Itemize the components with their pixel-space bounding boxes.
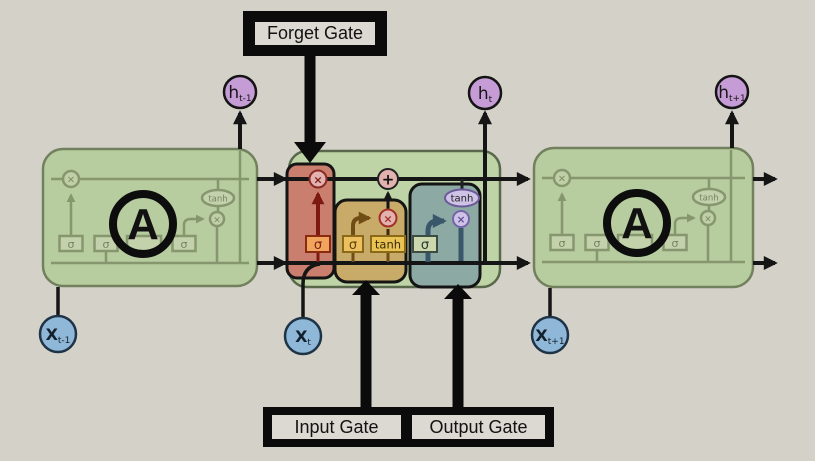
x-prev-label: Xt-1 bbox=[46, 325, 71, 346]
next-cell-faded-internals: × σ σ σ tanh × bbox=[542, 150, 745, 264]
forget-sigma-box bbox=[305, 235, 331, 253]
h-glyph: h bbox=[478, 84, 489, 104]
faded-sigma-box bbox=[549, 233, 575, 252]
h-current-node bbox=[467, 75, 503, 111]
h-subscript: t+1 bbox=[729, 94, 746, 104]
faded-multiply-glyph: × bbox=[558, 174, 566, 185]
x-subscript: t+1 bbox=[548, 337, 565, 347]
A-letter: A bbox=[127, 200, 159, 249]
faded-output-curve bbox=[673, 213, 696, 235]
input-nodes: Xt-1 Xt Xt+1 bbox=[38, 314, 570, 356]
next-cell-A-mark: A bbox=[603, 189, 671, 257]
faded-sigma-box bbox=[58, 234, 84, 253]
faded-sigma-glyph: σ bbox=[672, 237, 679, 250]
tanh-glyph: tanh bbox=[451, 194, 474, 205]
forget-multiply-op bbox=[308, 169, 328, 189]
faded-sigma-box bbox=[584, 233, 610, 252]
faded-multiply-glyph: × bbox=[213, 216, 221, 226]
A-letter: A bbox=[621, 199, 653, 248]
x-glyph: X bbox=[295, 327, 308, 346]
faded-sigma-glyph: σ bbox=[594, 237, 601, 250]
x-subscript: t bbox=[307, 338, 311, 348]
faded-tanh-glyph: tanh bbox=[699, 194, 718, 204]
x-glyph: X bbox=[46, 325, 59, 344]
output-multiply-op bbox=[452, 210, 470, 228]
input-tanh-box bbox=[370, 235, 406, 253]
output-sigma-box bbox=[412, 235, 438, 253]
A-circle bbox=[109, 190, 177, 258]
h-next-label: ht+1 bbox=[718, 83, 746, 104]
multiply-glyph: × bbox=[313, 174, 322, 187]
x-subscript: t-1 bbox=[58, 336, 71, 346]
h-subscript: t-1 bbox=[239, 94, 252, 104]
bottom-gates-callout: Input Gate Output Gate bbox=[263, 407, 554, 447]
output-gate-label: Output Gate bbox=[412, 415, 545, 439]
input-gate-curve bbox=[351, 211, 372, 236]
faded-output-curve bbox=[182, 214, 205, 236]
faded-multiply-op bbox=[552, 168, 572, 188]
h-prev-node bbox=[222, 74, 258, 110]
faded-multiply-op bbox=[61, 169, 81, 189]
output-tanh-ellipse bbox=[444, 188, 480, 208]
faded-sigma-glyph: σ bbox=[559, 237, 566, 250]
prev-cell-A-mark: A bbox=[109, 190, 177, 258]
next-cell-body bbox=[532, 146, 755, 289]
faded-tanh-ellipse bbox=[200, 188, 236, 208]
h-glyph: h bbox=[718, 83, 729, 103]
input-sigma-box bbox=[342, 235, 364, 253]
h-next-node bbox=[714, 74, 750, 110]
hidden-state-nodes: ht-1 ht ht+1 bbox=[222, 74, 750, 111]
faded-multiply-op bbox=[208, 210, 226, 228]
faded-sigma-box bbox=[171, 234, 197, 253]
sigma-glyph: σ bbox=[349, 238, 357, 253]
sigma-glyph: σ bbox=[421, 238, 429, 253]
h-subscript: t bbox=[489, 95, 493, 105]
x-current-label: Xt bbox=[295, 327, 311, 348]
x-current-node bbox=[283, 316, 323, 356]
output-gate-curve bbox=[425, 214, 447, 262]
faded-multiply-op bbox=[699, 209, 717, 227]
pointwise-operators: × + × tanh × bbox=[308, 168, 480, 228]
forget-callout-arrowhead bbox=[294, 142, 326, 163]
gate-layer-boxes: σ σ tanh σ bbox=[305, 235, 438, 253]
h-glyph: h bbox=[228, 83, 239, 103]
multiply-glyph: × bbox=[457, 214, 466, 226]
output-callout-arrowhead bbox=[444, 284, 472, 299]
faded-tanh-ellipse bbox=[691, 187, 727, 207]
prev-cell-faded-internals: × σ σ σ tanh × bbox=[51, 151, 249, 265]
x-next-node bbox=[530, 315, 570, 355]
h-prev-label: ht-1 bbox=[228, 83, 251, 104]
faded-tanh-glyph: tanh bbox=[208, 195, 227, 205]
x-glyph: X bbox=[535, 326, 548, 345]
faded-multiply-glyph: × bbox=[67, 175, 75, 186]
input-multiply-op bbox=[378, 208, 398, 228]
input-callout-arrowhead bbox=[352, 280, 380, 295]
h-current-label: ht bbox=[478, 84, 493, 105]
forget-gate-callout: Forget Gate bbox=[243, 11, 387, 56]
add-glyph: + bbox=[382, 171, 395, 189]
forget-gate-label: Forget Gate bbox=[255, 22, 375, 45]
x-current-riser bbox=[301, 262, 321, 318]
annotation-arrows bbox=[294, 56, 472, 407]
x-prev-node bbox=[38, 314, 78, 354]
tanh-glyph: tanh bbox=[375, 238, 401, 252]
faded-multiply-glyph: × bbox=[704, 215, 712, 225]
A-circle bbox=[603, 189, 671, 257]
faded-sigma-glyph: σ bbox=[103, 238, 110, 251]
x-next-label: Xt+1 bbox=[535, 326, 564, 347]
sigma-glyph: σ bbox=[314, 238, 322, 253]
faded-sigma-glyph: σ bbox=[181, 238, 188, 251]
add-op bbox=[377, 168, 399, 190]
faded-sigma-glyph: σ bbox=[68, 238, 75, 251]
multiply-glyph: × bbox=[383, 213, 392, 226]
input-gate-label: Input Gate bbox=[272, 415, 402, 439]
